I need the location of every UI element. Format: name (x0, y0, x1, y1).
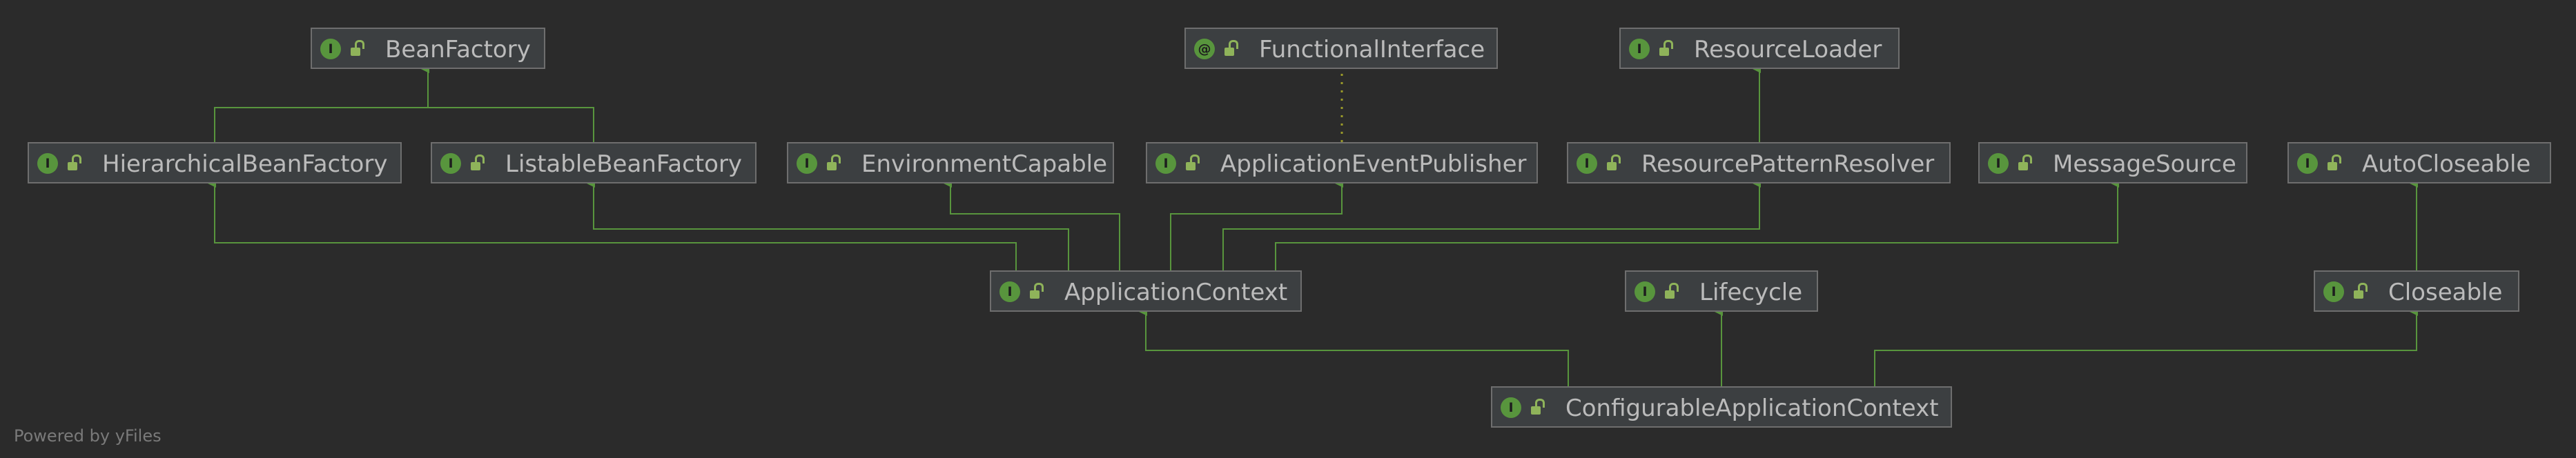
node-beanfactory[interactable]: I BeanFactory (311, 28, 545, 69)
annotation-icon: @ (1194, 39, 1215, 59)
public-lock-icon (1186, 155, 1200, 172)
footer-powered-by: Powered by yFiles (14, 426, 162, 446)
interface-icon: I (2297, 153, 2318, 174)
public-lock-icon (351, 40, 364, 58)
interface-icon: I (1988, 153, 2009, 174)
node-autocloseable[interactable]: I AutoCloseable (2287, 142, 2551, 183)
public-lock-icon (1659, 40, 1673, 58)
node-resourcepatternresolver[interactable]: I ResourcePatternResolver (1567, 142, 1951, 183)
public-lock-icon (2354, 283, 2368, 301)
node-listablebeanfactory[interactable]: I ListableBeanFactory (431, 142, 757, 183)
node-label: ListableBeanFactory (505, 150, 743, 178)
node-hierarchicalbeanfactory[interactable]: I HierarchicalBeanFactory (28, 142, 402, 183)
interface-icon: I (999, 281, 1020, 302)
node-functionalinterface[interactable]: @ FunctionalInterface (1184, 28, 1498, 69)
interface-icon: I (440, 153, 461, 174)
node-label: FunctionalInterface (1259, 36, 1485, 63)
node-closeable[interactable]: I Closeable (2314, 270, 2519, 312)
interface-icon: I (2323, 281, 2344, 302)
node-applicationcontext[interactable]: I ApplicationContext (990, 270, 1302, 312)
interface-icon: I (1577, 153, 1597, 174)
edge-applicationcontext-to-applicationeventpublisher (1170, 179, 1343, 270)
node-label: HierarchicalBeanFactory (102, 150, 388, 178)
edge-configurableapplicationcontext-to-closeable (1874, 308, 2418, 386)
node-configurableapplicationcontext[interactable]: I ConfigurableApplicationContext (1491, 386, 1952, 428)
node-applicationeventpublisher[interactable]: I ApplicationEventPublisher (1146, 142, 1538, 183)
node-environmentcapable[interactable]: I EnvironmentCapable (787, 142, 1114, 183)
node-label: EnvironmentCapable (861, 150, 1108, 178)
interface-icon: I (1155, 153, 1176, 174)
public-lock-icon (2018, 155, 2032, 172)
interface-icon: I (1501, 397, 1521, 418)
public-lock-icon (1030, 283, 1044, 301)
public-lock-icon (1224, 40, 1238, 58)
node-label: Closeable (2388, 279, 2503, 306)
edge-applicationcontext-to-environmentcapable (944, 179, 1120, 270)
public-lock-icon (1665, 283, 1679, 301)
public-lock-icon (1607, 155, 1621, 172)
node-label: ApplicationEventPublisher (1220, 150, 1527, 178)
node-lifecycle[interactable]: I Lifecycle (1625, 270, 1818, 312)
node-label: BeanFactory (385, 36, 531, 63)
edge-applicationcontext-to-messagesource (1275, 179, 2119, 270)
node-label: ApplicationContext (1064, 279, 1288, 306)
edge-listablebeanfactory-to-beanfactory (421, 65, 594, 142)
node-resourceloader[interactable]: I ResourceLoader (1619, 28, 1900, 69)
interface-icon: I (320, 39, 341, 59)
public-lock-icon (2328, 155, 2341, 172)
edge-configurableapplicationcontext-to-applicationcontext (1139, 308, 1569, 386)
edge-applicationcontext-to-hierarchicalbeanfactory (208, 179, 1017, 270)
node-messagesource[interactable]: I MessageSource (1978, 142, 2247, 183)
inheritance-edges (208, 65, 2418, 386)
public-lock-icon (1531, 399, 1545, 417)
edge-applicationcontext-to-listablebeanfactory (587, 179, 1069, 270)
node-label: ResourceLoader (1694, 36, 1882, 63)
node-label: ResourcePatternResolver (1641, 150, 1935, 178)
node-label: Lifecycle (1699, 279, 1803, 306)
node-label: AutoCloseable (2362, 150, 2531, 178)
node-label: ConfigurableApplicationContext (1565, 395, 1939, 422)
node-label: MessageSource (2053, 150, 2236, 178)
edge-applicationcontext-to-resourcepatternresolver (1222, 179, 1761, 270)
interface-icon: I (1635, 281, 1655, 302)
interface-icon: I (1629, 39, 1650, 59)
interface-icon: I (797, 153, 817, 174)
public-lock-icon (827, 155, 841, 172)
public-lock-icon (68, 155, 81, 172)
edge-hierarchicalbeanfactory-to-beanfactory (214, 65, 429, 142)
public-lock-icon (471, 155, 485, 172)
interface-icon: I (37, 153, 58, 174)
